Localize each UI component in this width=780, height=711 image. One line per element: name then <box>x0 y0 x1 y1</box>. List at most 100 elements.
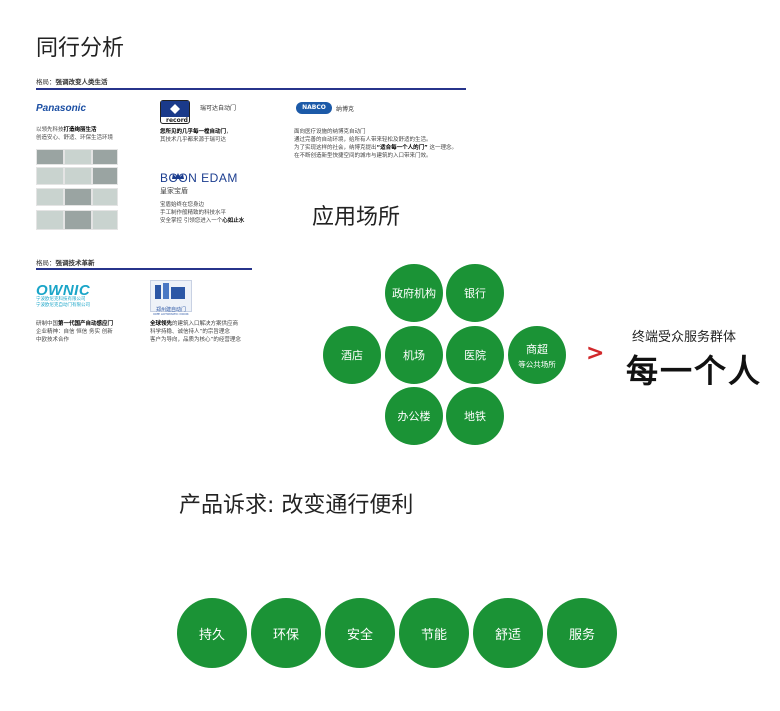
record-text: 您所见的几乎每一樘自动门， 其技术几乎都来源于瑞可达 <box>160 128 290 144</box>
thumbnail <box>92 167 118 185</box>
arrow-icon: > <box>586 341 605 366</box>
product-label: 服务 <box>568 627 595 643</box>
venue-label: 办公楼 <box>397 410 431 423</box>
nabco-line2: 通过完善的自动环境，给所有人带来轻松及舒适的生活。 <box>294 137 432 143</box>
nabco-logo-cn: 纳博克 <box>336 106 355 113</box>
product-energy: 节能 <box>399 598 469 668</box>
ownic-line1-pre: 研制中国 <box>36 321 59 327</box>
panasonic-text: 以领先科技打造绚丽生活 创造安心、舒适、环保生活环境 <box>36 126 156 142</box>
boonedam-line3-bold: 心如止水 <box>222 218 245 224</box>
product-eco: 环保 <box>251 598 321 668</box>
boonedam-logo: BOON EDAM <box>160 171 238 185</box>
record-logo-mark <box>161 101 189 117</box>
ownic-logo-sub: 宁波欧尼克科技有限公司 宁波欧尼克自动门有限公司 <box>36 297 90 309</box>
product-title: 产品诉求: 改变通行便利 <box>179 493 414 518</box>
panasonic-line1-pre: 以领先科技 <box>36 127 64 133</box>
thumbnail <box>64 167 92 185</box>
section1-rule <box>36 88 466 90</box>
venue-mall: 商超 等公共场所 <box>508 326 566 384</box>
venue-label: 商超 <box>526 342 548 356</box>
record-logo-cn: 瑞可达自动门 <box>200 105 237 112</box>
boonedam-text: 宝盾始终在您身边 手工制作般精致的科技水平 安全掌控 引领您进入一个心如止水 <box>160 201 290 225</box>
thumbnail <box>36 149 64 165</box>
section2-label-prefix: 格局： <box>36 259 56 267</box>
thumbnail <box>36 167 64 185</box>
record-logo-en: record <box>166 117 188 124</box>
thumbnail <box>64 210 92 230</box>
record-line2: 其技术几乎都来源于瑞可达 <box>160 137 227 143</box>
product-safety: 安全 <box>325 598 395 668</box>
boonedam-line3-pre: 安全掌控 引领您进入一个 <box>160 218 223 224</box>
kme-line1-post: 的建筑入口解决方案供应商 <box>172 321 239 327</box>
product-label: 舒适 <box>494 627 521 643</box>
product-comfort: 舒适 <box>473 598 543 668</box>
record-line1-post: ， <box>226 129 232 135</box>
thumbnail <box>36 188 64 206</box>
kme-line1-bold: 全球领先 <box>150 321 173 327</box>
kme-line3: 客户为导向，品质为核心”的经营理念 <box>150 337 241 343</box>
venue-mall-sub: 等公共场所 <box>518 359 556 369</box>
panasonic-line1-bold: 打造绚丽生活 <box>63 127 97 133</box>
thumbnail <box>92 210 118 230</box>
venue-office: 办公楼 <box>385 387 443 445</box>
panasonic-logo: Panasonic <box>36 103 87 114</box>
thumbnail <box>92 188 118 206</box>
target-big-text: 每一个人 <box>626 352 763 390</box>
section1-label: 格局：强调改变人类生活 <box>36 76 108 86</box>
nabco-text: 面向医疗设施的纳博克自动门 通过完善的自动环境，给所有人带来轻松及舒适的生活。 … <box>294 128 474 160</box>
boonedam-crown-icon <box>172 164 184 179</box>
section2-label-bold: 强调技术革新 <box>55 259 95 267</box>
venue-airport: 机场 <box>385 326 443 384</box>
product-label: 环保 <box>272 627 299 643</box>
kme-logo: 郑州建自动门 KME AUTOMATIC DOOR <box>150 280 192 316</box>
section1-label-bold: 强调改变人类生活 <box>55 78 108 86</box>
thumbnail <box>64 188 92 206</box>
venue-label: 地铁 <box>464 410 486 423</box>
kme-logo-mark <box>155 283 185 299</box>
venue-label: 医院 <box>464 349 486 362</box>
nabco-logo: NABCO <box>296 102 332 114</box>
ownic-line1-bold: 第一代国产自动感应门 <box>58 321 114 327</box>
boonedam-line2: 手工制作般精致的科技水平 <box>160 210 227 216</box>
ownic-text: 研制中国第一代国产自动感应门 企业精神：自信 恒信 务实 创新 中欧技术合作 <box>36 320 156 344</box>
nabco-line3-pre: 为了实现这样的社会，纳博克提出 <box>294 145 377 151</box>
product-label: 安全 <box>346 627 373 643</box>
page-title: 同行分析 <box>36 36 125 61</box>
venue-label: 政府机构 <box>392 287 436 300</box>
record-line1-bold: 您所见的几乎每一樘自动门 <box>160 129 227 135</box>
venue-subway: 地铁 <box>446 387 504 445</box>
product-label: 持久 <box>198 627 225 643</box>
section1-label-prefix: 格局： <box>36 78 56 86</box>
boonedam-logo-cn: 皇家宝盾 <box>160 187 188 195</box>
section2-label: 格局：强调技术革新 <box>36 257 95 267</box>
thumbnail <box>36 210 64 230</box>
venue-bank: 银行 <box>446 264 504 322</box>
kme-logo-cn: 郑州建自动门 <box>155 307 186 313</box>
target-small-text: 终端受众服务群体 <box>632 330 737 345</box>
product-label: 节能 <box>420 627 447 643</box>
venue-hotel: 酒店 <box>323 326 381 384</box>
venue-label: 酒店 <box>341 349 363 362</box>
venue-label: 银行 <box>464 287 486 300</box>
venues-title: 应用场所 <box>312 205 401 230</box>
thumbnail <box>92 149 118 165</box>
kme-text: 全球领先的建筑入口解决方案供应商 科学持稳、诚信持人”的宗旨理念 客户为导向，品… <box>150 320 270 344</box>
ownic-logo: OWNIC <box>36 282 91 299</box>
ownic-line3: 中欧技术合作 <box>36 337 70 343</box>
ownic-logo-sub2: 宁波欧尼克自动门有限公司 <box>36 303 90 308</box>
nabco-line3-post: 这一理念。 <box>427 145 457 151</box>
ownic-logo-sub1: 宁波欧尼克科技有限公司 <box>36 297 86 302</box>
ownic-line2: 企业精神：自信 恒信 务实 创新 <box>36 329 113 335</box>
product-service: 服务 <box>547 598 617 668</box>
thumbnail <box>64 149 92 165</box>
nabco-line3-bold: “适合每一个人的门” <box>376 145 428 151</box>
kme-logo-en: KME AUTOMATIC DOOR <box>153 313 189 316</box>
section2-rule <box>36 268 252 270</box>
boonedam-line1: 宝盾始终在您身边 <box>160 202 205 208</box>
venue-government: 政府机构 <box>385 264 443 322</box>
record-logo-icon <box>160 100 190 124</box>
nabco-line1: 面向医疗设施的纳博克自动门 <box>294 129 366 135</box>
product-durable: 持久 <box>177 598 247 668</box>
kme-line2: 科学持稳、诚信持人”的宗旨理念 <box>150 329 230 335</box>
nabco-line4: 在不断创造新型快捷空间的城市与建筑的入口带来门效。 <box>294 153 432 159</box>
